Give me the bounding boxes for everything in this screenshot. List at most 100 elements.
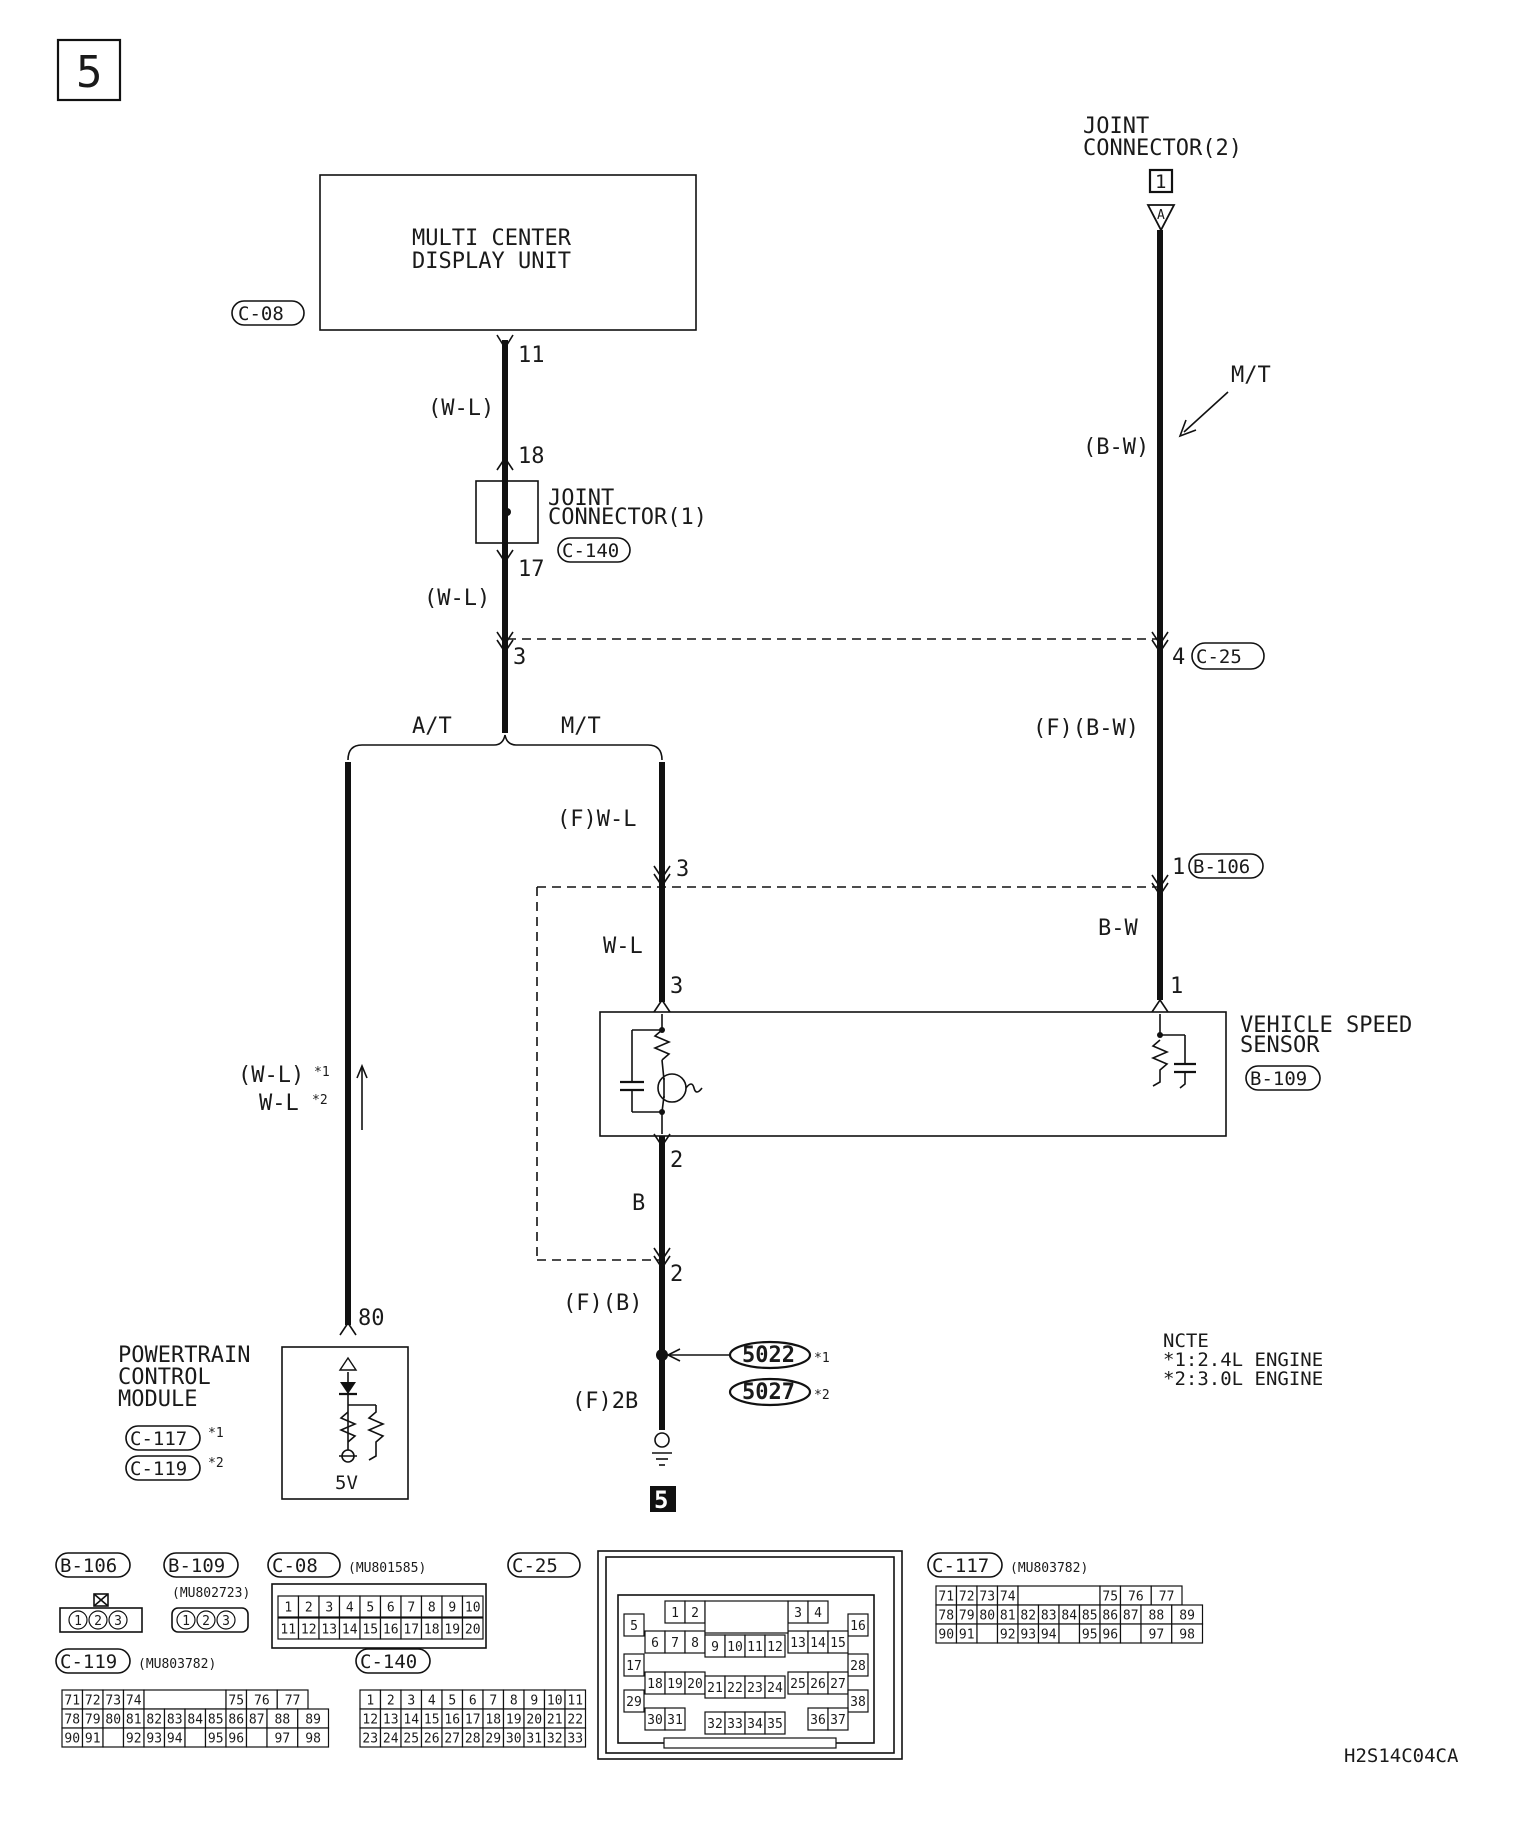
- conn-c08-pin-label: 8: [428, 1601, 436, 1616]
- conn-c119-pin-label: 73: [105, 1694, 121, 1709]
- wire-mark-star2: *2: [312, 1093, 328, 1108]
- powertrain-control-module: [281, 1346, 409, 1500]
- conn-c117-pin-label: 88: [1149, 1609, 1165, 1624]
- conn-c117-pin-label: 77: [1159, 1590, 1175, 1605]
- b106-pin-arrow-right-b: [1151, 882, 1169, 897]
- pcm-ref-1-oval: [125, 1425, 201, 1451]
- conn-b106-pin: [88, 1610, 108, 1630]
- conn-c140-pin-label: 27: [444, 1732, 460, 1747]
- conn-c140-pin-label: 3: [407, 1694, 415, 1709]
- conn-c25-pin-label: 32: [707, 1717, 723, 1732]
- conn-c117-pin-label: 76: [1128, 1590, 1144, 1605]
- conn-c140-pin-label: 16: [444, 1713, 460, 1728]
- conn-c117-pin-label: 83: [1041, 1609, 1057, 1624]
- conn-b106-pin-label: 2: [94, 1614, 102, 1629]
- pin-3a: 3: [513, 645, 526, 670]
- b106-pin-arrow-bottom-b: [653, 1255, 671, 1270]
- conn-c08-pin-label: 17: [403, 1623, 419, 1638]
- splice-5027: 5027: [742, 1380, 795, 1405]
- mt-arrow-label: M/T: [1231, 363, 1271, 388]
- conn-b106-latch-x2: [93, 1593, 109, 1607]
- conn-c08-pin-label: 20: [465, 1623, 481, 1638]
- b106-ref-oval: [1188, 853, 1264, 879]
- conn-c25-pin-label: 8: [691, 1636, 699, 1651]
- conn-c119-pin-label: 86: [228, 1713, 244, 1728]
- pcm-label-3: MODULE: [118, 1387, 197, 1412]
- conn-c25-pin-cell: [847, 1653, 869, 1677]
- conn-c119-pin-label: 87: [249, 1713, 265, 1728]
- conn-c119-pin-label: 98: [305, 1732, 321, 1747]
- conn-c140-pin-label: 30: [506, 1732, 522, 1747]
- conn-c25-pin-label: 33: [727, 1717, 743, 1732]
- splice-pointer-arrowhead: [666, 1348, 681, 1362]
- conn-b109-ref-oval: [163, 1552, 239, 1578]
- vss-label-2: SENSOR: [1240, 1033, 1320, 1058]
- conn-c25-pin-cell: [807, 1600, 829, 1624]
- conn-c119-pin-label: 78: [64, 1713, 80, 1728]
- conn-c25-pin-cell: [827, 1707, 849, 1731]
- conn-c119-pin-cell: [184, 1727, 207, 1748]
- conn-c119-pin-label: 72: [85, 1694, 101, 1709]
- conn-c25-pin-label: 26: [810, 1677, 826, 1692]
- vss-signal-wave-icon: [685, 1083, 703, 1093]
- conn-c117-pin-label: 75: [1102, 1590, 1118, 1605]
- conn-c25-pin-label: 29: [626, 1695, 642, 1710]
- conn-c08-pin-label: 1: [284, 1601, 292, 1616]
- jc1-label-2: CONNECTOR(1): [548, 505, 707, 530]
- pin-18: 18: [518, 444, 545, 469]
- conn-c140-pin-label: 4: [428, 1694, 436, 1709]
- conn-c117-pin-label: 81: [1000, 1609, 1016, 1624]
- pin-17: 17: [518, 557, 545, 582]
- mcd-label-2: DISPLAY UNIT: [412, 249, 571, 274]
- conn-c140-ref: C-140: [360, 1651, 417, 1673]
- conn-c25-pin-label: 17: [626, 1659, 642, 1674]
- pcm-label-2: CONTROL: [118, 1365, 211, 1390]
- conn-c140-pin-label: 13: [383, 1713, 399, 1728]
- splice-5027-oval: [728, 1377, 812, 1407]
- conn-c140-pin-label: 29: [485, 1732, 501, 1747]
- wire-label-wl-2: (W-L): [424, 586, 490, 611]
- wire-label-f2b: (F)2B: [572, 1389, 638, 1414]
- pin-arrow-17: [496, 549, 514, 564]
- split-label-at: A/T: [412, 714, 452, 739]
- conn-c119-pin-label: 92: [126, 1732, 142, 1747]
- wire-label-wl-3: W-L: [603, 934, 643, 959]
- pin-3c: 3: [670, 974, 683, 999]
- conn-b109-pin-label: 2: [202, 1614, 210, 1629]
- conn-c117-pin-label: 74: [1000, 1590, 1016, 1605]
- c25-ref: C-25: [1196, 646, 1242, 668]
- conn-c25-pin-cell: [847, 1689, 869, 1713]
- pin-2b: 2: [670, 1262, 683, 1287]
- conn-c119-pin-label: 83: [167, 1713, 183, 1728]
- wire-label-b: B: [632, 1191, 645, 1216]
- conn-c25-pin-label: 9: [711, 1640, 719, 1655]
- conn-c25-pin-cell: [764, 1675, 786, 1699]
- conn-c119-pin-label: 74: [126, 1694, 142, 1709]
- conn-c25-pin-label: 25: [790, 1677, 806, 1692]
- conn-c117-pin-label: 92: [1000, 1628, 1016, 1643]
- conn-c25-pin-label: 14: [810, 1636, 826, 1651]
- split-label-mt: M/T: [561, 714, 601, 739]
- conn-c117-pin-label: 89: [1179, 1609, 1195, 1624]
- mt-pointer-line: [1183, 391, 1229, 433]
- jc2-number-box: [1148, 168, 1174, 194]
- conn-c117-pin-cell: [976, 1623, 999, 1644]
- conn-b106-pin-label: 3: [114, 1614, 122, 1629]
- conn-c25-pin-cell: [827, 1671, 849, 1695]
- pin-2a: 2: [670, 1148, 683, 1173]
- conn-c140-pin-label: 9: [530, 1694, 538, 1709]
- conn-b106-face: [59, 1607, 143, 1633]
- pin-1a: 1: [1172, 855, 1185, 880]
- conn-c119-pin-label: 96: [228, 1732, 244, 1747]
- jc2-triangle-icon: [1146, 204, 1176, 232]
- conn-c25-pin-label: 35: [767, 1717, 783, 1732]
- conn-c140-pin-label: 8: [510, 1694, 518, 1709]
- conn-c119-part: (MU803782): [138, 1657, 216, 1672]
- conn-c25-pin-label: 22: [727, 1681, 743, 1696]
- conn-c25-pin-label: 38: [850, 1695, 866, 1710]
- conn-c08-pin-label: 2: [305, 1601, 313, 1616]
- conn-c25-pin-label: 19: [667, 1677, 683, 1692]
